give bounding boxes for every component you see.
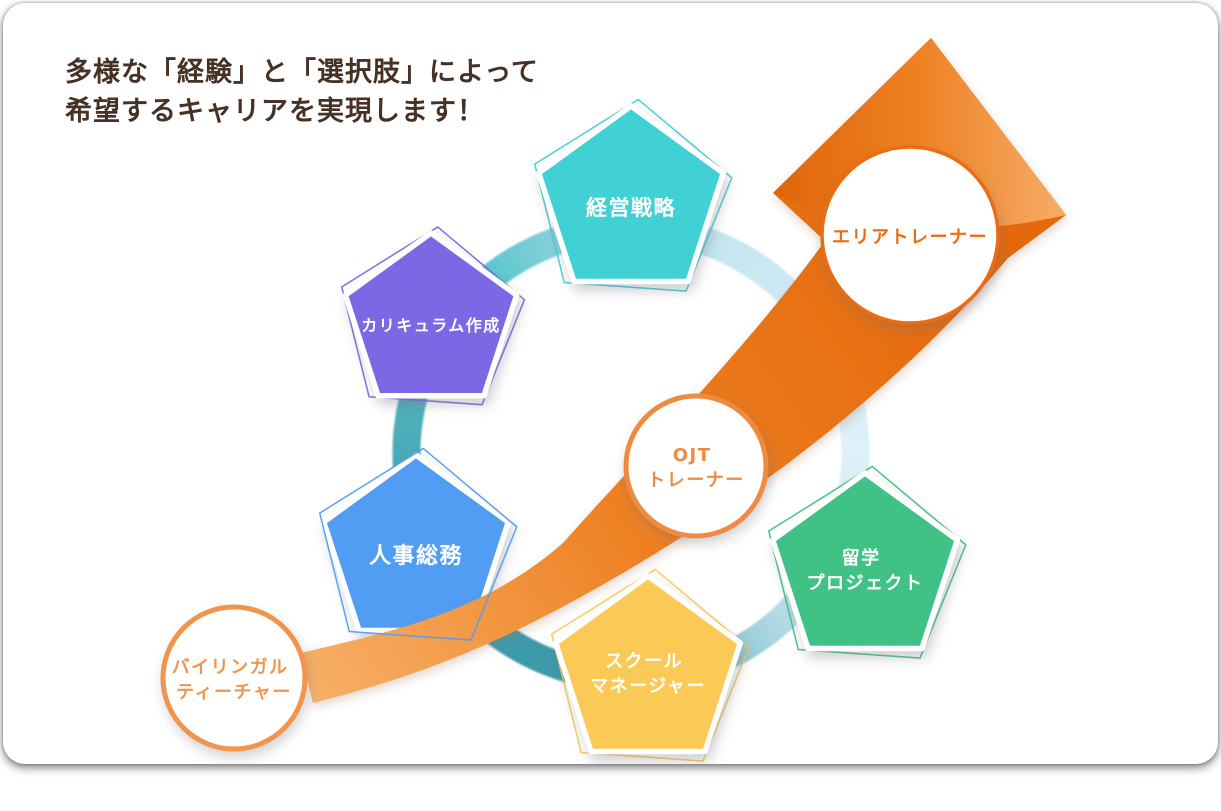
circle-bilingual-teacher: バイリンガル ティーチャー (160, 604, 308, 752)
circle-bilingual-teacher-label: バイリンガル ティーチャー (172, 657, 297, 703)
circle-bilingual-teacher-label-line1: バイリンガル (172, 657, 289, 678)
pentagon-management-strategy: 経営戦略 (533, 98, 733, 292)
pentagon-school-manager: スクール マネージャー (550, 568, 750, 762)
circle-ojt-trainer: OJT トレーナー (623, 393, 769, 539)
pentagon-study-abroad-project-shape (769, 470, 961, 652)
pentagon-curriculum-creation-shape (342, 230, 520, 399)
pentagon-study-abroad-project-label-line1: 留学 (842, 547, 881, 569)
pentagon-curriculum-creation-label: カリキュラム作成 (361, 316, 501, 335)
circle-area-trainer-label: エリアトレーナー (832, 227, 988, 248)
circle-ojt-trainer-label-line2: トレーナー (647, 470, 745, 491)
page-title-line1: 多様な「経験」と「選択肢」によって (65, 57, 539, 88)
pentagon-curriculum-creation: カリキュラム作成 (340, 226, 526, 406)
pentagon-school-manager-label-line2: マネージャー (590, 676, 706, 697)
pentagon-study-abroad-project: 留学 プロジェクト (767, 465, 967, 659)
circle-bilingual-teacher-shape (160, 604, 308, 752)
circle-ojt-trainer-label-line1: OJT (673, 445, 712, 466)
pentagon-management-strategy-shape (535, 103, 727, 285)
pentagon-hr-label: 人事総務 (369, 543, 463, 569)
page-title: 多様な「経験」と「選択肢」によって 希望するキャリアを実現します！ (65, 53, 539, 131)
circle-ojt-trainer-shape (623, 393, 769, 539)
circle-area-trainer: エリアトレーナー (820, 145, 1000, 325)
page-title-line2: 希望するキャリアを実現します！ (65, 96, 485, 127)
career-diagram: 人事総務 経営戦略 カリキュラム作成 スクール マネージャー (160, 38, 1066, 762)
circle-area-trainer-shape (820, 145, 1000, 325)
pentagon-school-manager-shape (552, 573, 744, 755)
diagram-card: 多様な「経験」と「選択肢」によって 希望するキャリアを実現します！ 人事総務 (3, 3, 1218, 764)
pentagon-management-strategy-label: 経営戦略 (586, 196, 676, 220)
pentagon-hr-outline (318, 447, 518, 641)
circle-bilingual-teacher-label-line2: ティーチャー (176, 682, 292, 703)
pentagon-study-abroad-project-label-line2: プロジェクト (807, 572, 924, 594)
pentagon-study-abroad-project-label: 留学 プロジェクト (807, 547, 924, 594)
pentagon-school-manager-label: スクール マネージャー (590, 651, 706, 697)
circle-ojt-trainer-label: OJT トレーナー (647, 445, 745, 491)
pentagon-school-manager-label-line1: スクール (605, 651, 683, 672)
